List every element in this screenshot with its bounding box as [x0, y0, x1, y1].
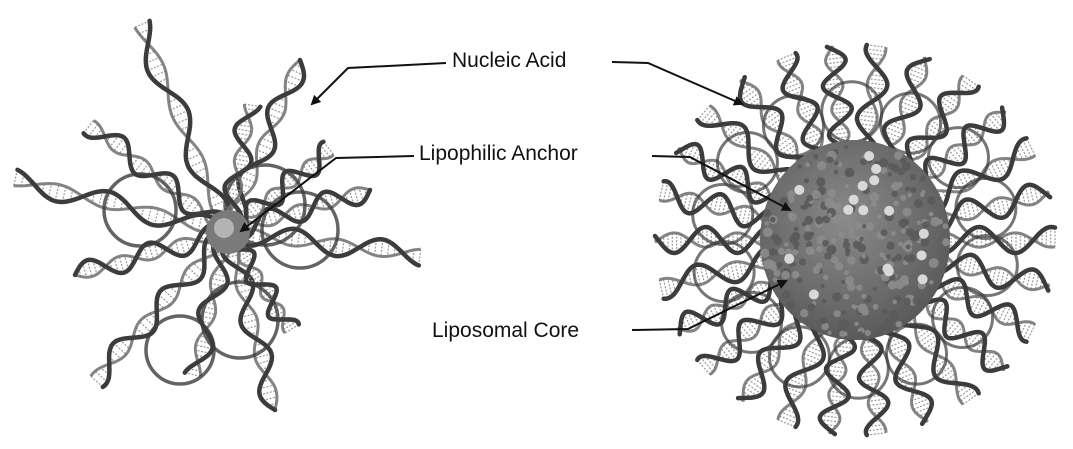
nucleic-acid-arrow-right	[612, 62, 742, 104]
dna-strand	[222, 232, 277, 410]
dna-loop	[146, 316, 214, 384]
dna-strand	[135, 21, 231, 232]
dna-loop	[828, 338, 888, 398]
lipid-anchor-head	[919, 229, 929, 239]
lipid-anchor-head	[784, 254, 794, 264]
label-arrows	[241, 62, 790, 330]
micelle-structure	[14, 21, 421, 410]
lipid-anchor-head	[884, 206, 894, 216]
lipid-anchor-head	[843, 205, 853, 215]
lipid-anchor-head	[918, 274, 928, 284]
liposome-structure	[655, 45, 1055, 435]
lipid-anchor-head	[864, 151, 874, 161]
liposomal-core-label: Liposomal Core	[432, 320, 579, 341]
liposomal-core	[760, 140, 950, 340]
lipid-anchor-head	[794, 185, 804, 195]
lipophilic-anchor-label: Lipophilic Anchor	[419, 143, 578, 164]
lipid-anchor-head	[917, 250, 927, 260]
lipid-anchor-head	[871, 164, 881, 174]
lipid-anchor-head	[858, 205, 868, 215]
lipid-anchor-head	[809, 290, 819, 300]
lipid-anchor-head	[884, 266, 894, 276]
lipid-anchor-head	[869, 175, 879, 185]
nucleic-acid-label: Nucleic Acid	[452, 50, 566, 71]
lipid-anchor-head	[858, 181, 868, 191]
nucleic-acid-arrow-left	[312, 63, 446, 104]
lipid-anchor-head	[849, 195, 859, 205]
